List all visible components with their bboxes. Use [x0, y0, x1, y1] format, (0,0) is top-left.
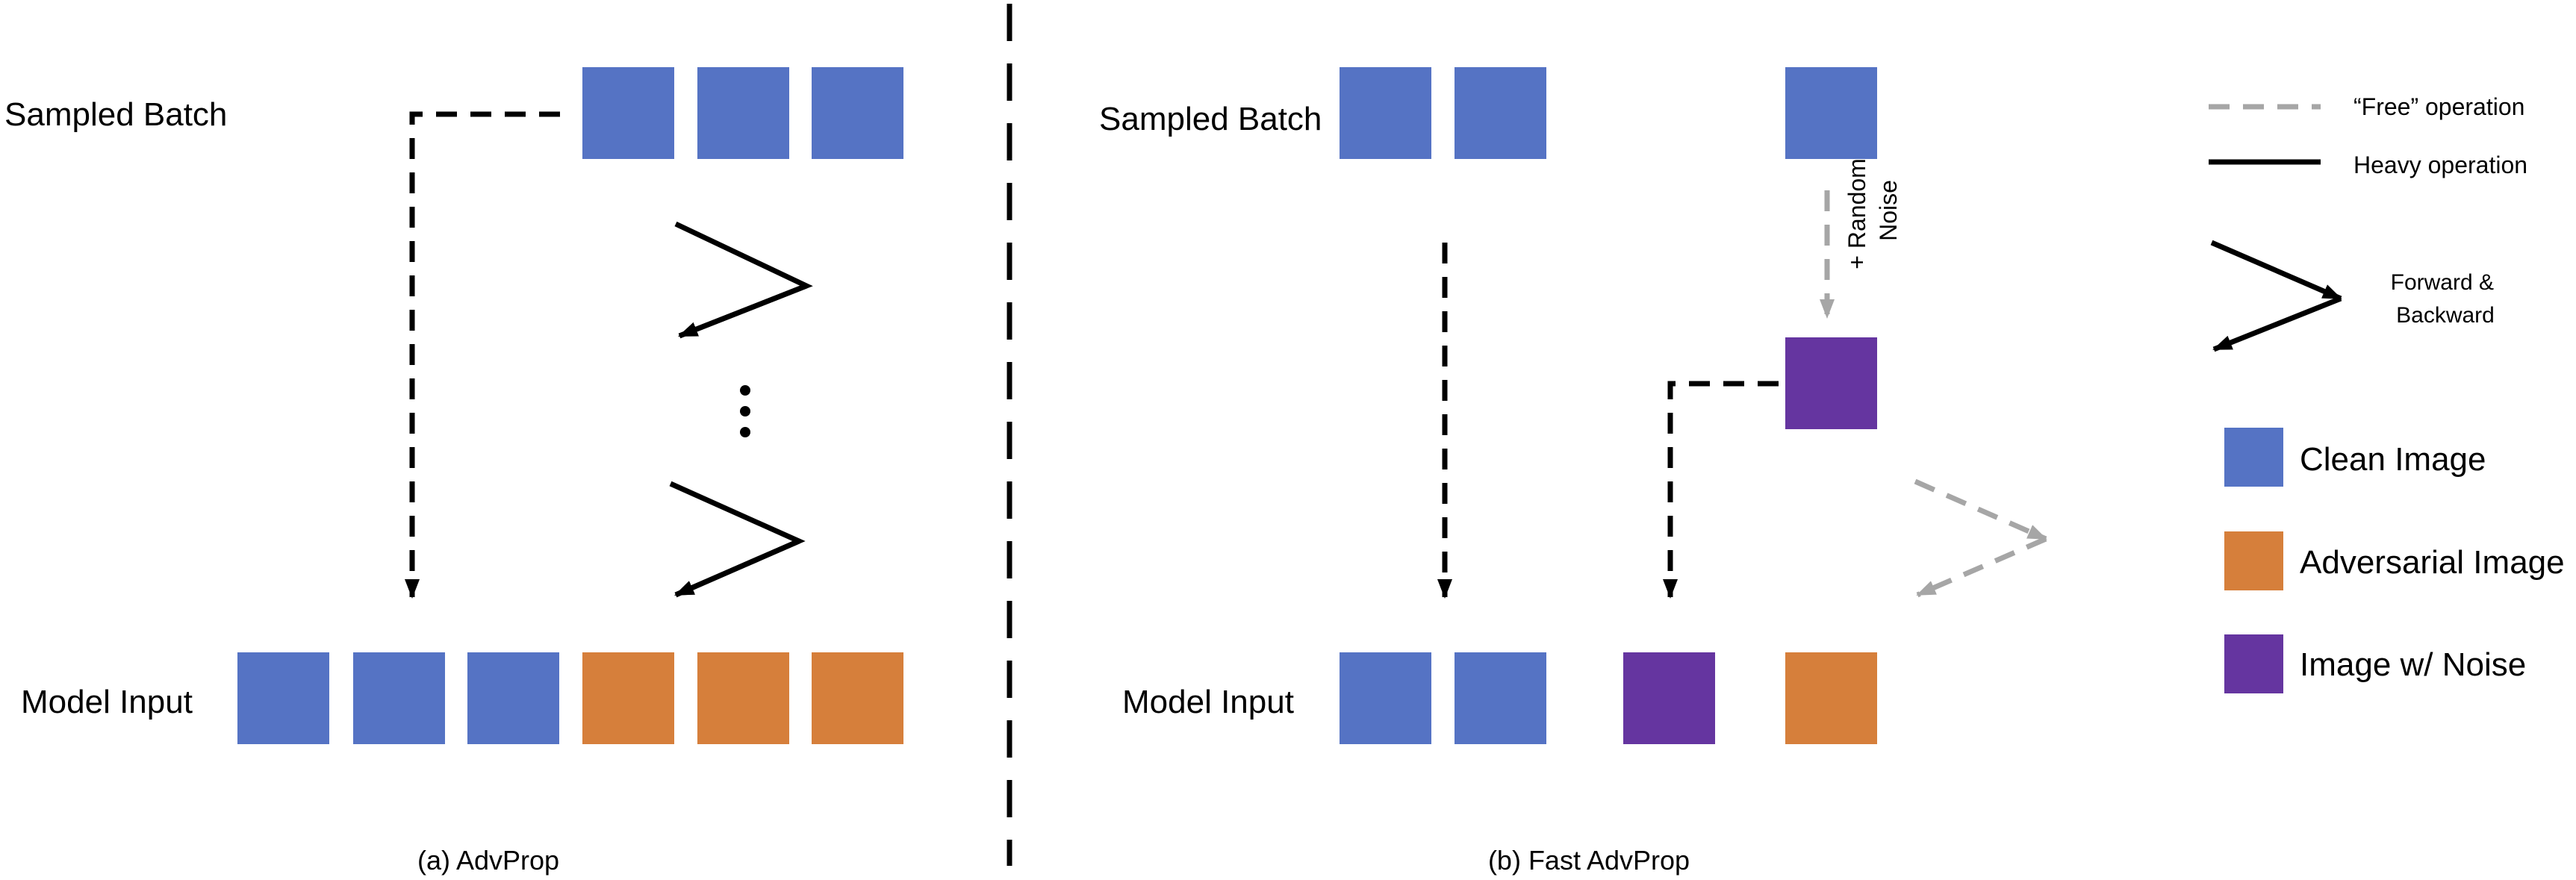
panel-fast-advprop: Sampled Batch Model Input + Random Noise… — [1099, 67, 2047, 876]
adversarial-image-square — [582, 652, 674, 744]
clean-image-square — [1340, 67, 1431, 159]
adversarial-image-square — [1785, 652, 1877, 744]
legend-forward-backward-label: Forward & Backward — [2391, 270, 2501, 328]
free-forward-arrow — [1914, 478, 2047, 542]
noise-image-square — [1785, 337, 1877, 429]
clean-image-square — [812, 67, 903, 159]
legend-backward-label: Backward — [2396, 303, 2495, 328]
sampled-batch-label: Sampled Batch — [1099, 101, 1322, 137]
forward-arrow — [669, 481, 806, 598]
legend-heavy-label: Heavy operation — [2353, 152, 2527, 178]
clean-image-square — [1455, 67, 1546, 159]
panel-advprop: Sampled Batch Model Input (a) AdvProp — [4, 67, 903, 876]
clean-image-square — [1340, 652, 1431, 744]
caption-fast-advprop: (b) Fast AdvProp — [1488, 845, 1690, 876]
sampled-batch-label: Sampled Batch — [4, 96, 227, 133]
legend-clean-swatch — [2224, 428, 2283, 487]
clean-image-square — [582, 67, 674, 159]
legend-adversarial-label: Adversarial Image — [2300, 544, 2565, 581]
legend-noise-swatch — [2224, 634, 2283, 693]
ellipsis-dot — [740, 427, 750, 437]
random-noise-label-line1: + Random — [1844, 158, 1870, 269]
clean-image-square — [467, 652, 559, 744]
legend-forward-arrow — [2210, 240, 2342, 302]
clean-image-square — [353, 652, 445, 744]
caption-advprop: (a) AdvProp — [417, 845, 559, 876]
legend-backward-arrow — [2212, 296, 2342, 352]
clean-image-square — [697, 67, 789, 159]
backward-arrow — [674, 538, 800, 598]
clean-image-square — [1785, 67, 1877, 159]
backward-arrow — [678, 283, 808, 339]
legend-forward-label: Forward & — [2391, 270, 2494, 295]
clean-image-square — [1455, 652, 1546, 744]
legend-adversarial-swatch — [2224, 531, 2283, 590]
ellipsis-dot — [740, 406, 750, 416]
copy-batch-arrow — [405, 111, 560, 599]
model-input-label: Model Input — [1122, 684, 1294, 720]
legend: “Free” operation Heavy operation Forward… — [2209, 93, 2565, 693]
legend-clean-label: Clean Image — [2300, 441, 2486, 478]
clean-image-square — [237, 652, 329, 744]
random-noise-label: + Random Noise — [1844, 152, 1902, 269]
ellipsis-dot — [740, 385, 750, 396]
forward-arrow — [674, 221, 813, 339]
legend-free-label: “Free” operation — [2353, 93, 2524, 120]
free-backward-arrow — [1916, 536, 2047, 598]
legend-noise-label: Image w/ Noise — [2300, 646, 2526, 683]
copy-noise-arrow — [1663, 381, 1779, 599]
random-noise-label-line2: Noise — [1875, 180, 1902, 241]
adversarial-image-square — [812, 652, 903, 744]
adversarial-image-square — [697, 652, 789, 744]
noise-image-square — [1623, 652, 1715, 744]
model-input-label: Model Input — [21, 684, 193, 720]
